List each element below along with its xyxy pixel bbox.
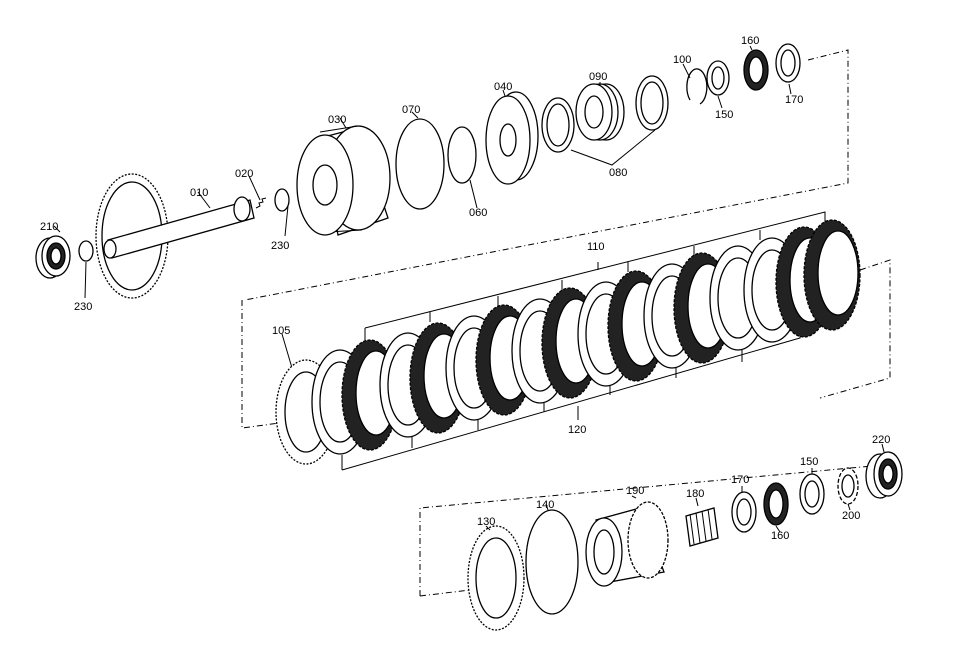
label-100: 100 bbox=[673, 54, 691, 66]
snap-ring-100 bbox=[686, 68, 708, 105]
washer-150-bottom-inner bbox=[804, 480, 820, 508]
snap-ring-140 bbox=[525, 509, 579, 615]
bracket-110 bbox=[364, 211, 826, 340]
part-labels: 010 020 030 040 060 070 080 090 100 150 … bbox=[40, 35, 890, 542]
washer-170-bottom-inner bbox=[736, 498, 752, 526]
clutch-pack bbox=[241, 211, 891, 471]
gear-hub-190 bbox=[585, 501, 669, 587]
ring-080-left-inner bbox=[546, 103, 570, 147]
label-120: 120 bbox=[568, 424, 586, 436]
label-040: 040 bbox=[494, 81, 512, 93]
drum-030 bbox=[296, 125, 391, 236]
label-020: 020 bbox=[235, 168, 253, 180]
ring-070 bbox=[395, 118, 445, 210]
label-210: 210 bbox=[40, 221, 58, 233]
label-140: 140 bbox=[536, 499, 554, 511]
ring-230-left bbox=[78, 240, 94, 262]
clutch-plates bbox=[311, 219, 861, 455]
washer-150-top-inner bbox=[711, 66, 725, 90]
label-160-bottom: 160 bbox=[771, 530, 789, 542]
ring-060 bbox=[447, 126, 477, 184]
bracket-120 bbox=[341, 325, 801, 471]
piston-040 bbox=[485, 91, 539, 185]
label-170-bottom: 170 bbox=[731, 474, 749, 486]
label-105: 105 bbox=[272, 325, 290, 337]
label-170-top: 170 bbox=[785, 94, 803, 106]
ring-230-right bbox=[274, 188, 290, 212]
label-090: 090 bbox=[589, 71, 607, 83]
label-150-bottom: 150 bbox=[800, 456, 818, 468]
pin-020 bbox=[255, 197, 267, 209]
lock-ring-200-inner bbox=[841, 474, 855, 498]
label-220: 220 bbox=[872, 434, 890, 446]
label-150-top: 150 bbox=[715, 109, 733, 121]
top-assembly bbox=[35, 43, 849, 301]
washer-170-top-inner bbox=[780, 49, 796, 77]
plate-130-inner bbox=[475, 537, 517, 619]
label-010: 010 bbox=[190, 187, 208, 199]
label-130: 130 bbox=[477, 516, 495, 528]
spring-090 bbox=[575, 83, 625, 141]
bearing-220 bbox=[865, 451, 903, 499]
label-080: 080 bbox=[609, 167, 627, 179]
label-180: 180 bbox=[686, 488, 704, 500]
label-030: 030 bbox=[328, 114, 346, 126]
bearing-210 bbox=[35, 235, 71, 279]
bearing-race-160-bottom-inner bbox=[768, 489, 784, 519]
bottom-assembly bbox=[419, 443, 903, 631]
bearing-race-160-top-inner bbox=[748, 56, 764, 84]
assembly-axis-middle bbox=[241, 259, 891, 429]
ring-080-right-inner bbox=[640, 81, 664, 125]
label-230-right: 230 bbox=[271, 240, 289, 252]
label-070: 070 bbox=[402, 104, 420, 116]
label-160-top: 160 bbox=[741, 35, 759, 47]
label-110: 110 bbox=[587, 241, 605, 253]
shaft-gear-010 bbox=[95, 173, 255, 299]
needle-bearing-180 bbox=[685, 507, 719, 547]
label-200: 200 bbox=[842, 510, 860, 522]
assembly-axis-bottom bbox=[419, 465, 873, 597]
label-190: 190 bbox=[626, 485, 644, 497]
label-060: 060 bbox=[469, 207, 487, 219]
label-230-left: 230 bbox=[74, 301, 92, 313]
assembly-axis-top bbox=[244, 49, 849, 301]
